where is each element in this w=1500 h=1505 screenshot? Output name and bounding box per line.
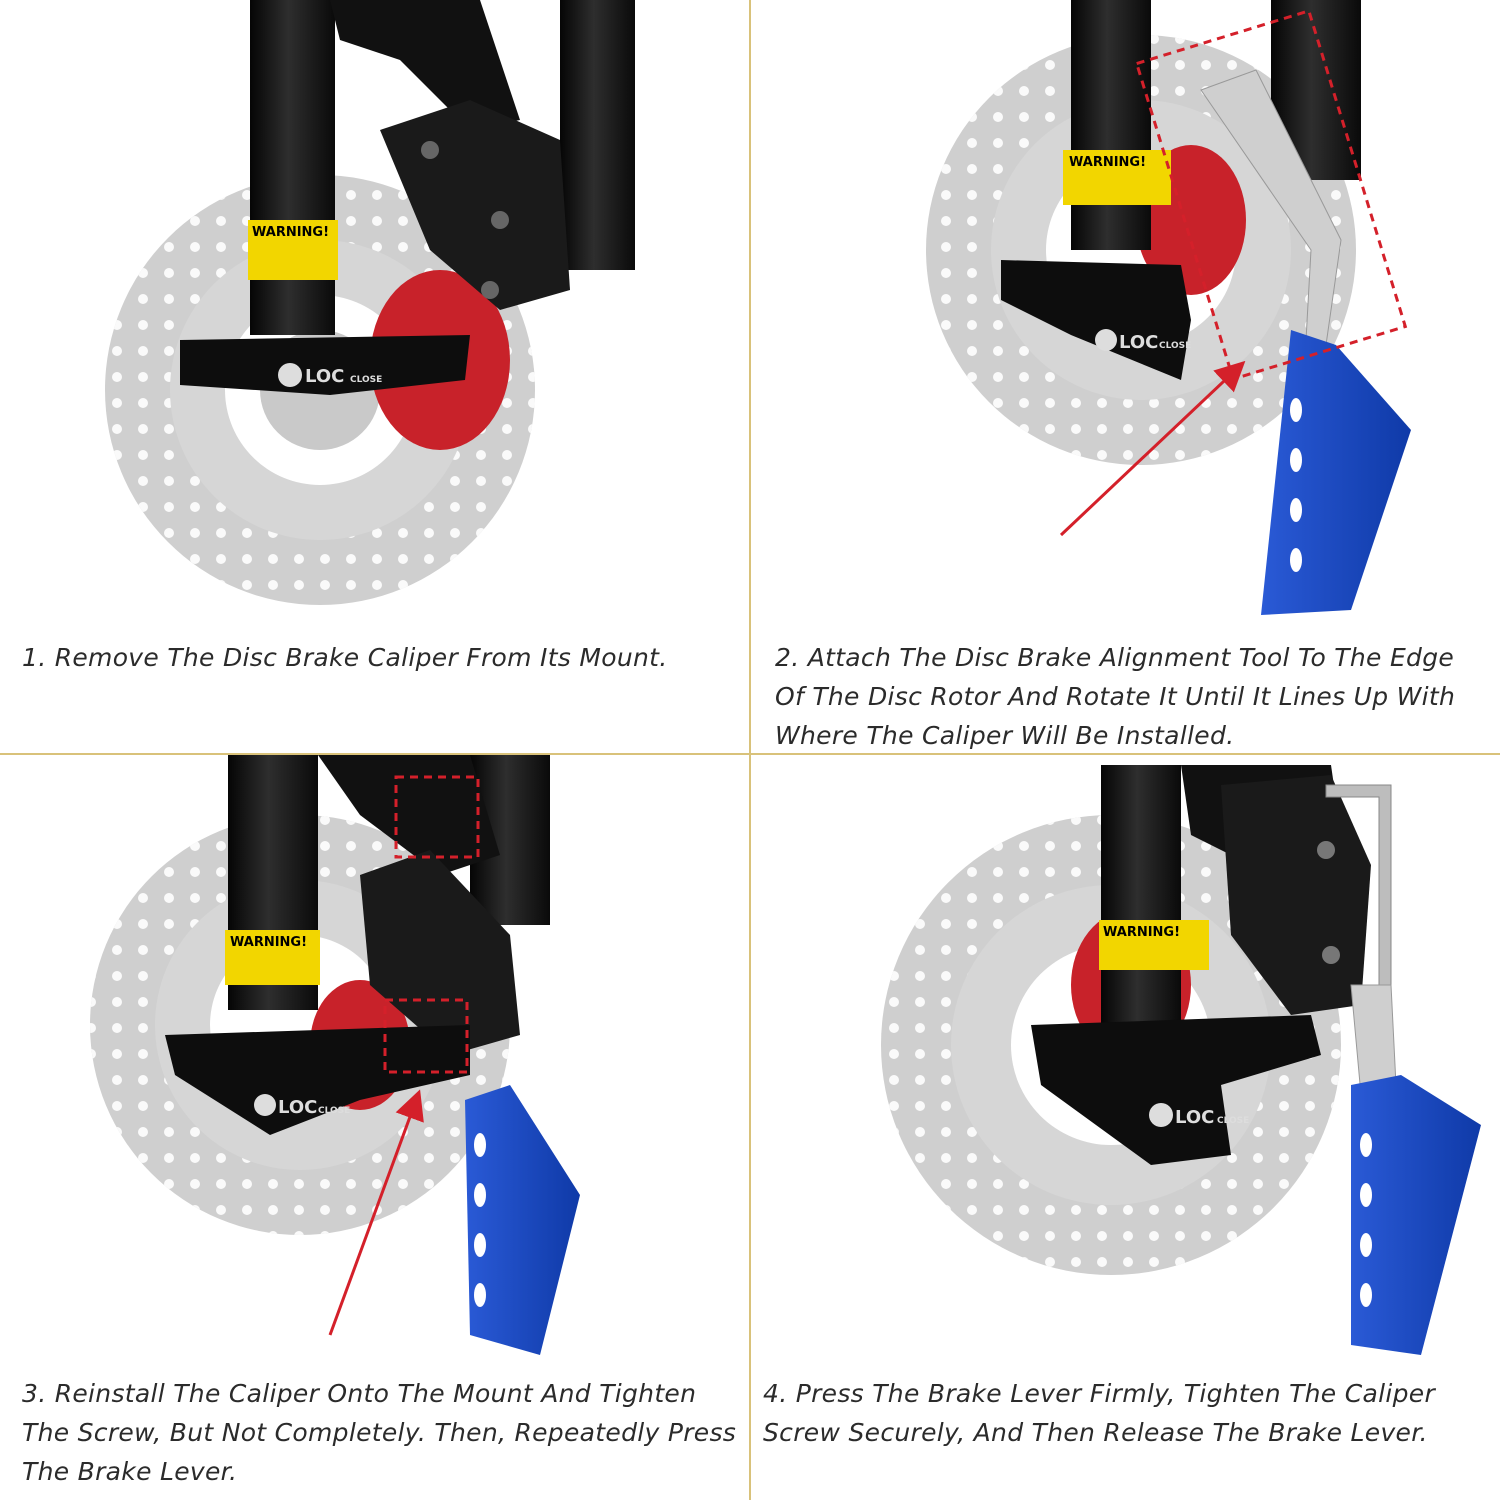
svg-text:LOC: LOC xyxy=(305,366,344,387)
step-1-caption: 1. Remove The Disc Brake Caliper From It… xyxy=(22,643,668,672)
caliper xyxy=(380,100,570,310)
highlight-box-upper xyxy=(394,775,480,859)
alignment-tool-blue-handle xyxy=(1261,330,1411,615)
step-2-caption: 2. Attach The Disc Brake Alignment Tool … xyxy=(775,643,1456,750)
quick-release-lever: LOC CLOSE xyxy=(1031,1015,1321,1165)
svg-text:LOC: LOC xyxy=(1119,332,1158,353)
step-2-panel: WARNING! LOC CLOSE 2. Attach The Disc Br… xyxy=(751,0,1500,750)
svg-text:CLOSE: CLOSE xyxy=(350,375,382,385)
caliper xyxy=(360,850,520,1055)
horizontal-divider xyxy=(0,753,1500,755)
step-4-caption: 4. Press The Brake Lever Firmly, Tighten… xyxy=(763,1379,1436,1447)
vertical-divider xyxy=(749,0,751,1500)
svg-text:CLOSE: CLOSE xyxy=(318,1106,350,1116)
alignment-tool-blue-handle xyxy=(1351,1075,1481,1355)
svg-text:LOC: LOC xyxy=(278,1097,317,1118)
highlight-box-lower xyxy=(383,998,469,1074)
svg-text:WARNING!: WARNING! xyxy=(1069,155,1146,170)
step-4-photo: WARNING! LOC CLOSE xyxy=(881,765,1481,1355)
warning-label: WARNING! xyxy=(1063,150,1171,205)
step-4-panel: WARNING! LOC CLOSE 4. Press The Brake Le… xyxy=(751,755,1500,1505)
step-3-panel: WARNING! LOC CLOSE 3. Reinstall The Cali… xyxy=(0,755,749,1505)
red-arrow xyxy=(1059,360,1246,537)
svg-text:WARNING!: WARNING! xyxy=(230,935,307,950)
alignment-tool-blue-handle xyxy=(465,1085,580,1355)
step-2-photo: WARNING! LOC CLOSE xyxy=(926,0,1411,615)
highlight-box xyxy=(1134,9,1408,381)
step-1-panel: WARNING! LOC CLOSE 1. Remove The Disc Br… xyxy=(0,0,749,750)
red-arrow xyxy=(328,1089,424,1336)
quick-release-lever: LOC CLOSE xyxy=(1001,260,1191,380)
warning-label: WARNING! xyxy=(225,930,320,985)
quick-release-lever: LOC CLOSE xyxy=(180,335,470,395)
step-1-photo: WARNING! LOC CLOSE xyxy=(105,0,635,605)
quick-release-lever: LOC CLOSE xyxy=(165,1025,470,1135)
svg-text:WARNING!: WARNING! xyxy=(1103,925,1180,940)
svg-text:CLOSE: CLOSE xyxy=(1217,1116,1249,1126)
warning-label: WARNING! xyxy=(248,220,338,280)
svg-text:CLOSE: CLOSE xyxy=(1159,341,1191,351)
svg-text:LOC: LOC xyxy=(1175,1107,1214,1128)
step-3-photo: WARNING! LOC CLOSE xyxy=(90,755,580,1355)
step-3-caption: 3. Reinstall The Caliper Onto The Mount … xyxy=(22,1379,737,1486)
warning-label: WARNING! xyxy=(1099,920,1209,970)
caliper xyxy=(1221,775,1371,1015)
svg-text:WARNING!: WARNING! xyxy=(252,225,329,240)
